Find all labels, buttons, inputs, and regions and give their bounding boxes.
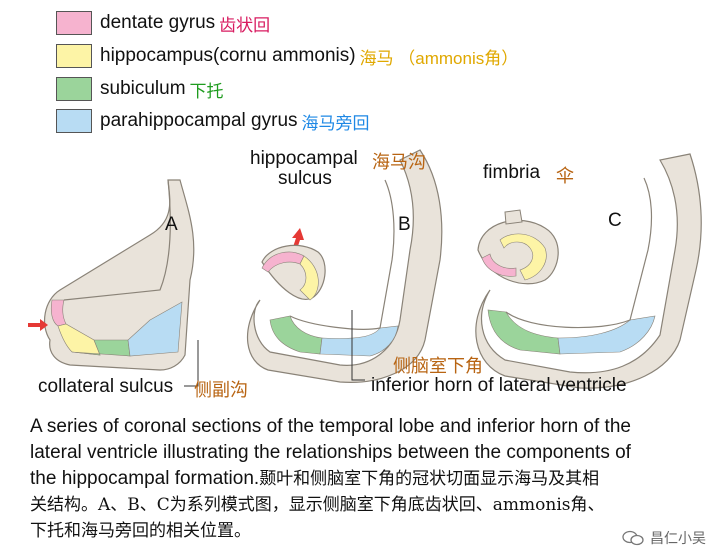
hippocampus-section-diagram bbox=[28, 149, 702, 389]
legend-swatch-hippocampus bbox=[56, 44, 92, 68]
watermark-text: 昌仁小吴 bbox=[650, 530, 706, 546]
section-c-parahippocampal bbox=[557, 315, 656, 355]
section-c-dentate bbox=[481, 253, 517, 277]
label-hippocampal-sulcus-line1: hippocampal bbox=[250, 148, 358, 169]
legend-label-zh: 齿状回 bbox=[219, 15, 271, 35]
legend-label-en: dentate gyrus bbox=[100, 12, 216, 33]
legend-label-zh: 海马旁回 bbox=[301, 113, 370, 133]
section-c-subiculum bbox=[487, 309, 561, 355]
section-b-tissue bbox=[246, 149, 443, 383]
wechat-icon bbox=[622, 530, 644, 546]
legend-label-zh: 下托 bbox=[189, 81, 224, 101]
label-hippocampal-sulcus-line2: sulcus bbox=[278, 168, 332, 189]
section-b-subiculum bbox=[269, 315, 323, 355]
label-b: B bbox=[398, 214, 411, 235]
section-a-subiculum bbox=[71, 339, 131, 357]
label-a: A bbox=[165, 214, 178, 235]
caption-line-3-en: the hippocampal formation. bbox=[30, 468, 260, 489]
legend-swatch-dentate bbox=[56, 11, 92, 35]
label-inferior-horn-zh: 侧脑室下角 bbox=[393, 356, 483, 376]
caption-line-5: 下托和海马旁回的相关位置。 bbox=[30, 521, 251, 541]
legend-subiculum: subiculum 下托 bbox=[56, 76, 224, 102]
legend-label-en: subiculum bbox=[100, 78, 186, 99]
legend-swatch-parahippocampal bbox=[56, 109, 92, 133]
collateral-sulcus-pointer bbox=[184, 340, 199, 387]
section-c-ventricle bbox=[505, 177, 653, 329]
label-fimbria: fimbria bbox=[483, 162, 541, 183]
section-a-ventricle-wall bbox=[63, 179, 171, 301]
legend-label-zh: 海马 （ammonis角） bbox=[359, 48, 519, 68]
legend-parahippocampal: parahippocampal gyrus 海马旁回 bbox=[56, 108, 370, 134]
section-b-ventricle bbox=[289, 179, 395, 330]
legend-dentate-gyrus: dentate gyrus 齿状回 bbox=[56, 10, 270, 36]
section-b-parahippocampal bbox=[319, 325, 399, 357]
section-c-tissue bbox=[475, 153, 702, 389]
figure-caption: A series of coronal sections of the temp… bbox=[30, 414, 692, 544]
caption-line-4: 关结构。A、B、C为系列模式图，显示侧脑室下角底齿状回、ammonis角、 bbox=[30, 495, 605, 515]
caption-line-3-zh: 颞叶和侧脑室下角的冠状切面显示海马及其相 bbox=[259, 469, 600, 489]
watermark: 昌仁小吴 bbox=[622, 528, 706, 548]
legend-label-en: parahippocampal gyrus bbox=[100, 110, 298, 131]
section-c-hippocampus bbox=[499, 233, 547, 281]
label-fimbria-zh: 伞 bbox=[556, 166, 574, 186]
caption-line-2: lateral ventricle illustrating the relat… bbox=[30, 442, 631, 463]
label-collateral-sulcus: collateral sulcus bbox=[38, 376, 174, 397]
caption-line-1: A series of coronal sections of the temp… bbox=[30, 416, 631, 437]
label-inferior-horn: inferior horn of lateral ventricle bbox=[371, 375, 627, 396]
section-b-hippocampus bbox=[299, 255, 319, 301]
legend-hippocampus: hippocampus(cornu ammonis) 海马 （ammonis角） bbox=[56, 43, 518, 69]
label-collateral-sulcus-zh: 侧副沟 bbox=[194, 380, 248, 400]
section-a-parahippocampal bbox=[127, 301, 183, 357]
fimbria-tab bbox=[504, 209, 523, 225]
label-c: C bbox=[608, 210, 622, 231]
legend-swatch-subiculum bbox=[56, 77, 92, 101]
legend-label-en: hippocampus(cornu ammonis) bbox=[100, 45, 356, 66]
inferior-horn-pointer bbox=[351, 310, 365, 381]
label-hippocampal-sulcus-zh: 海马沟 bbox=[372, 152, 426, 172]
red-arrow-icon bbox=[28, 319, 48, 331]
